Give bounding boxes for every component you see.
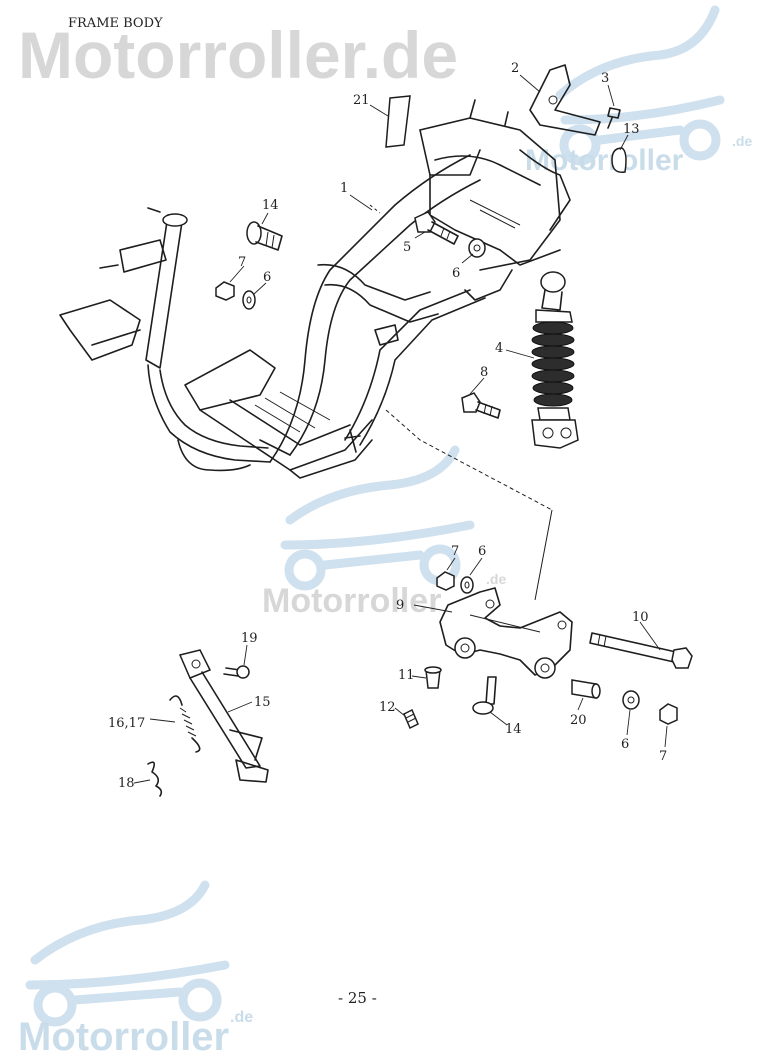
callout-10: 10 [632,610,649,625]
part-8-bolt [461,392,501,419]
callout-19: 19 [241,631,258,646]
part-14-bolt-lower [472,676,497,715]
callout-18: 18 [118,776,135,791]
page-number: - 25 - [338,989,377,1007]
part-18-spring-clip [147,761,163,797]
callout-15: 15 [254,695,271,710]
part-19-bolt [223,665,250,679]
watermark-top-text: Motorroller.de [18,18,458,92]
callout-7-upper: 7 [238,255,246,270]
watermark-layer: Motorroller.de Motorroller .de Motorroll… [18,5,752,1059]
scooter-logo-watermark-bottom [25,880,230,1027]
callout-14-lower: 14 [505,722,522,737]
scooter-logo-watermark-middle [280,445,475,591]
part-4-shock-absorber [531,271,579,449]
part-6-washer-mid [468,238,486,258]
part-14-bolt-upper [246,221,283,251]
callout-8: 8 [480,365,488,380]
callout-2: 2 [511,61,519,76]
callout-21: 21 [353,93,370,108]
part-15-side-stand [178,649,269,783]
callout-1: 1 [340,181,348,196]
callout-3: 3 [601,71,609,86]
callout-6-upper: 6 [263,270,271,285]
part-7-nut-upper [215,281,235,301]
watermark-suffix-middle: .de [486,571,506,587]
part-13-cap [611,147,627,173]
part-5-bolt [414,211,459,245]
part-7-nut-lower [659,703,678,725]
callout-labels: 1 2 3 4 5 6 6 6 6 7 7 7 8 9 10 11 12 13 … [108,61,667,791]
part-6-washer-middle [460,576,474,594]
part-3-bolt [607,107,621,129]
watermark-brand-bottom: Motorroller [18,1015,229,1059]
part-12-small-bolt [403,708,419,730]
part-20-sleeve [571,679,601,699]
callout-7-middle: 7 [451,544,459,559]
watermark-brand-middle: Motorroller [262,582,441,620]
part-2-bracket [529,64,601,136]
part-21-pad [385,95,411,148]
callout-4: 4 [495,341,503,356]
callout-20: 20 [570,713,587,728]
part-6-washer-lower [622,690,640,710]
leader-lines [133,74,668,784]
part-9-engine-hanger [439,587,573,679]
page-title: FRAME BODY [68,16,163,31]
callout-9: 9 [396,598,404,613]
part-7-nut-middle [436,571,455,591]
callout-12: 12 [379,700,396,715]
part-16-17-spring [169,695,201,753]
part-11-bushing [424,666,442,689]
callout-6-lower: 6 [621,737,629,752]
callout-16-17: 16,17 [108,716,145,731]
callout-11: 11 [398,668,415,683]
part-10-long-bolt [589,632,693,669]
watermark-suffix-top: .de [732,133,752,149]
callout-5: 5 [403,240,411,255]
watermark-brand-top: Motorroller [525,144,684,177]
callout-6-mid: 6 [452,266,460,281]
watermark-suffix-bottom: .de [230,1009,253,1026]
callout-14-upper: 14 [262,198,279,213]
callout-6-middle: 6 [478,544,486,559]
callout-7-lower: 7 [659,749,667,764]
part-6-washer-upper [242,290,256,310]
frame-body-drawing [59,99,571,601]
scooter-logo-watermark-top [555,5,725,166]
callout-13: 13 [623,122,640,137]
